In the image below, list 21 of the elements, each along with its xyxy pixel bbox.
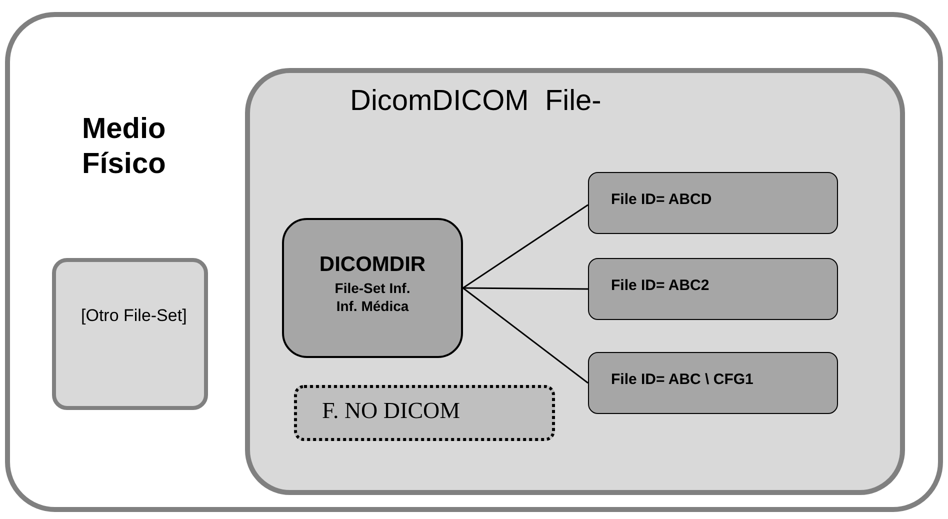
dicomdir-box: [282, 218, 463, 358]
box-text: Inf. Médica: [335, 298, 410, 314]
non-dicom-box: [294, 385, 555, 441]
file-box: [588, 172, 838, 234]
file-box: [588, 258, 838, 320]
connector-line: [462, 204, 588, 289]
file-set-box: [52, 258, 208, 410]
section-heading: Medio Físico: [82, 112, 167, 182]
box-text: File-Set Inf.: [334, 280, 412, 296]
file-box: [588, 352, 838, 414]
box-label: File ID= ABCD: [611, 191, 713, 208]
outer-panel: [5, 12, 943, 512]
panel-title: DicomDICOM File-: [350, 85, 602, 118]
box-title: DICOMDIR: [318, 253, 427, 277]
box-label: File ID= ABC \ CFG1: [611, 371, 754, 388]
box-label: File ID= ABC2: [611, 277, 710, 294]
box-label: [Otro File-Set]: [81, 305, 188, 327]
connector-line: [462, 287, 588, 384]
inner-panel: [245, 68, 905, 495]
connector-line: [463, 287, 588, 290]
box-label: F. NO DICOM: [322, 398, 462, 424]
